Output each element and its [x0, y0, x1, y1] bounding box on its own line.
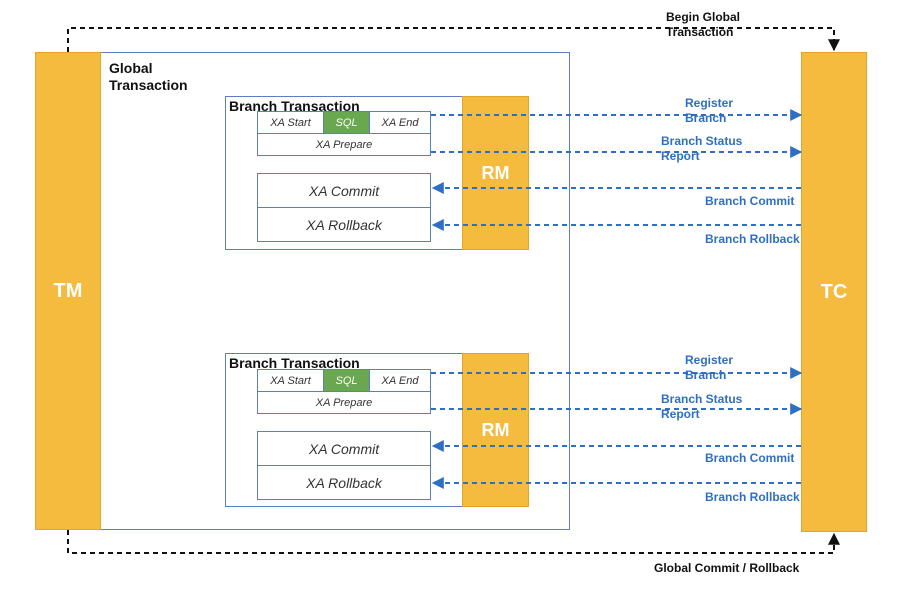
xa-rollback-cell: XA Rollback — [257, 207, 431, 242]
branch-transaction-title: Branch Transaction — [229, 355, 360, 371]
register-branch-label: Register Branch — [685, 353, 734, 382]
branch-status-report-label: Branch Status Report — [661, 134, 743, 163]
xa-commit-cell: XA Commit — [257, 431, 431, 466]
branch-commit-label: Branch Commit — [705, 194, 795, 208]
xa-prepare-cell: XA Prepare — [257, 133, 431, 156]
tm-label: TM — [53, 279, 83, 302]
xa-start-cell: XA Start — [257, 369, 324, 392]
xa-rollback-cell: XA Rollback — [257, 465, 431, 500]
xa-start-cell: XA Start — [257, 111, 324, 134]
branch-transaction-title: Branch Transaction — [229, 98, 360, 114]
xa-end-cell: XA End — [369, 369, 431, 392]
tc-bar: TC — [801, 52, 867, 532]
rm-box: RM — [462, 353, 529, 507]
branch-status-report-label: Branch Status Report — [661, 392, 743, 421]
xa-end-cell: XA End — [369, 111, 431, 134]
xa-prepare-cell: XA Prepare — [257, 391, 431, 414]
tm-bar: TM — [35, 52, 101, 530]
branch-rollback-label: Branch Rollback — [705, 232, 800, 246]
rm-label: RM — [481, 419, 510, 440]
sql-cell: SQL — [323, 369, 370, 392]
register-branch-label: Register Branch — [685, 96, 734, 125]
begin-global-arrow — [67, 27, 840, 52]
rm-label: RM — [481, 162, 510, 183]
branch-commit-label: Branch Commit — [705, 451, 795, 465]
branch-rollback-label: Branch Rollback — [705, 490, 800, 504]
global-commit-rollback-label: Global Commit / Rollback — [654, 561, 800, 575]
global-commit-arrow — [67, 530, 840, 554]
xa-commit-cell: XA Commit — [257, 173, 431, 208]
begin-global-label: Begin Global Transaction — [666, 10, 741, 39]
tc-label: TC — [820, 280, 848, 303]
global-transaction-label: Global Transaction — [109, 60, 188, 93]
